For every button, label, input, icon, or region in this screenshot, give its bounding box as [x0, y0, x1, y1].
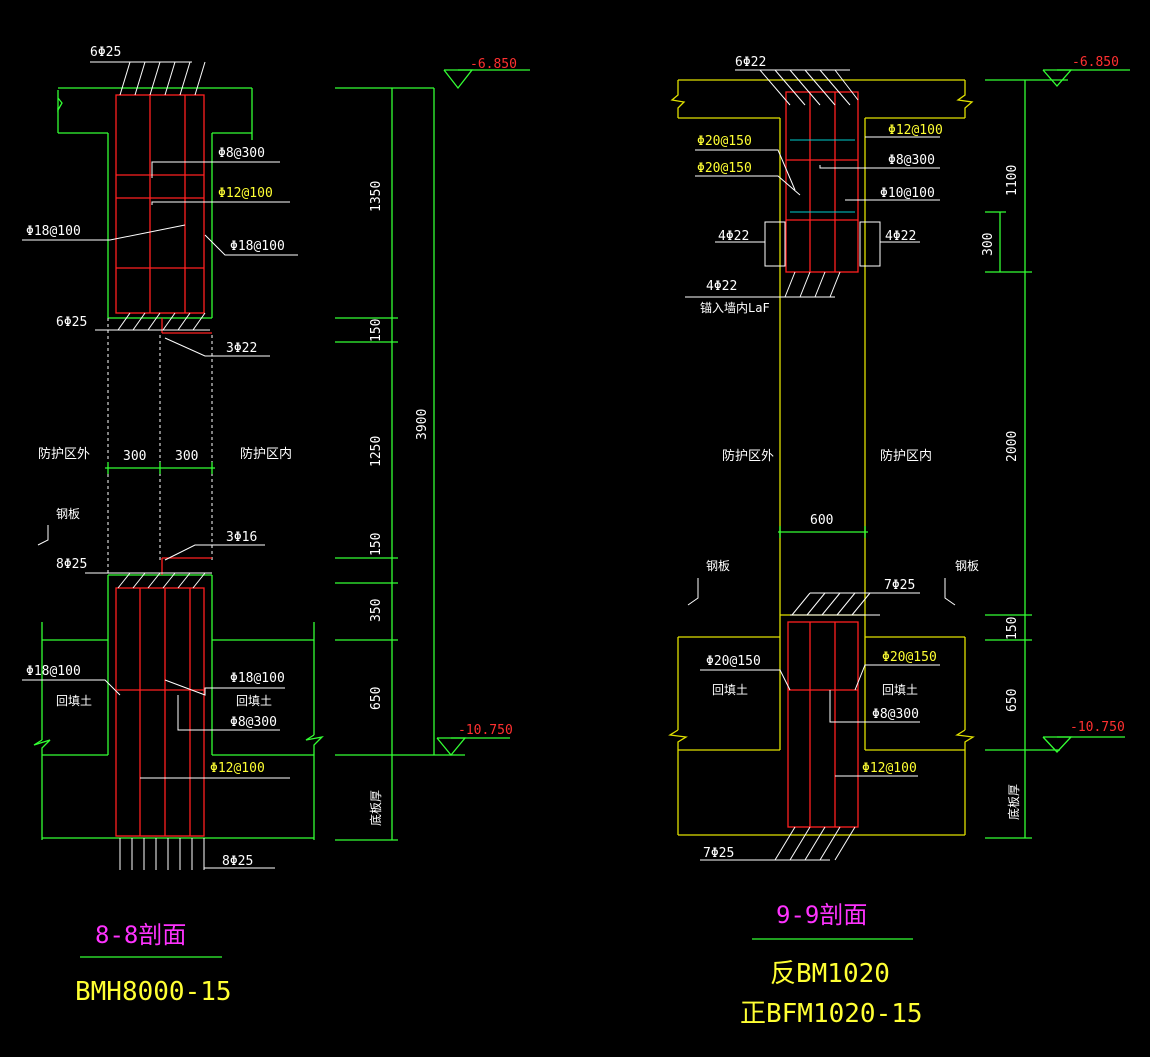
right-dim-150: 150	[1005, 617, 1020, 640]
left-top-bar-hatch	[85, 61, 212, 589]
left-dim-1350: 1350	[369, 181, 384, 212]
left-outside-label: 防护区外	[38, 446, 90, 462]
left-3-top-bars: 3Φ22	[226, 341, 257, 356]
left-dim-chain	[335, 87, 465, 841]
right-dim-650: 650	[1005, 689, 1020, 712]
right-inside-label: 防护区内	[880, 448, 932, 464]
right-top-hatch	[685, 69, 859, 298]
left-opening	[107, 318, 213, 575]
left-width-dim	[105, 462, 215, 474]
left-elevation-marks	[436, 69, 530, 757]
left-vert-right-top: Φ18@100	[230, 239, 285, 254]
left-top-slab	[57, 87, 253, 140]
left-stirrup-bottom: Φ8@300	[230, 715, 277, 730]
right-right-1: Φ12@100	[888, 123, 943, 138]
left-vert-right-bottom: Φ18@100	[230, 671, 285, 686]
right-right-2: Φ8@300	[888, 153, 935, 168]
right-section-subtitle-2: 正BFM1020-15	[740, 999, 923, 1029]
right-leaders	[687, 136, 956, 777]
right-lintel-left: 4Φ22	[718, 229, 749, 244]
right-anchor-bars: 4Φ22	[706, 279, 737, 294]
right-width-dim-label: 600	[810, 513, 833, 528]
right-upper-rebar	[764, 91, 881, 273]
left-dim-350: 350	[369, 599, 384, 622]
right-width-dim	[778, 526, 868, 538]
right-anchor-note: 锚入墙内LaF	[700, 300, 770, 315]
left-upper-rebar	[115, 94, 212, 334]
right-sill-hatch	[700, 592, 920, 861]
right-steel-plate-left: 钢板	[706, 559, 730, 573]
right-lower-stirrup: Φ8@300	[872, 707, 919, 722]
right-elevation-marks	[1042, 69, 1130, 753]
left-section-title: 8-8剖面	[95, 921, 186, 949]
left-vert-left-top: Φ18@100	[26, 224, 81, 239]
right-left-1: Φ20@150	[697, 134, 752, 149]
left-3-bottom-bars: 3Φ16	[226, 530, 257, 545]
left-steel-plate: 钢板	[56, 507, 80, 521]
left-ground	[33, 622, 324, 840]
right-lintel-right: 4Φ22	[885, 229, 916, 244]
right-lower-beam	[668, 614, 975, 836]
section-9-9	[668, 69, 1130, 861]
section-8-8	[22, 61, 530, 870]
right-steel-plate-right: 钢板	[955, 559, 979, 573]
right-lower-left: Φ20@150	[706, 654, 761, 669]
left-vert-left-bottom: Φ18@100	[26, 664, 81, 679]
left-width-dim-1: 300	[123, 449, 146, 464]
right-dim-1100: 1100	[1005, 165, 1020, 196]
left-bottom-bars	[119, 838, 275, 870]
left-mid-bottom-bars: 8Φ25	[56, 557, 87, 572]
left-upper-beam	[107, 133, 213, 319]
right-elev-bottom: -10.750	[1070, 720, 1125, 735]
left-width-dim-2: 300	[175, 449, 198, 464]
right-lower-horiz: Φ12@100	[862, 761, 917, 776]
left-floor-label: 底板厚	[368, 790, 383, 826]
right-backfill-left: 回填土	[712, 683, 748, 697]
right-sill-bars: 7Φ25	[884, 578, 915, 593]
right-right-3: Φ10@100	[880, 186, 935, 201]
left-inside-label: 防护区内	[240, 446, 292, 462]
left-elev-top: -6.850	[470, 57, 517, 72]
left-dim-150b: 150	[369, 533, 384, 556]
left-backfill-left: 回填土	[56, 694, 92, 708]
right-left-2: Φ20@150	[697, 161, 752, 176]
left-bottom-bars-label: 8Φ25	[222, 854, 253, 869]
right-bottom-bars: 7Φ25	[703, 846, 734, 861]
left-mid-top-bars: 6Φ25	[56, 315, 87, 330]
left-backfill-right: 回填土	[236, 694, 272, 708]
left-top-bars-label: 6Φ25	[90, 45, 121, 60]
right-section-title: 9-9剖面	[776, 901, 867, 929]
left-elev-bottom: -10.750	[458, 723, 513, 738]
left-horiz-top: Φ12@100	[218, 186, 273, 201]
right-dim-2000: 2000	[1005, 431, 1020, 462]
left-dim-150a: 150	[369, 319, 384, 342]
left-leaders	[22, 161, 298, 779]
right-top-bars-label: 6Φ22	[735, 55, 766, 70]
left-section-subtitle: BMH8000-15	[75, 977, 232, 1007]
left-lower-beam	[107, 557, 213, 837]
right-outside-label: 防护区外	[722, 448, 774, 464]
right-dim-300: 300	[981, 233, 996, 256]
left-horiz-bottom: Φ12@100	[210, 761, 265, 776]
left-dim-650: 650	[369, 687, 384, 710]
right-dim-chain	[985, 79, 1068, 839]
left-dim-total: 3900	[415, 409, 430, 440]
right-backfill-right: 回填土	[882, 683, 918, 697]
right-floor-label: 底板厚	[1006, 784, 1021, 820]
left-stirrup-top: Φ8@300	[218, 146, 265, 161]
left-dim-1250: 1250	[369, 436, 384, 467]
right-elev-top: -6.850	[1072, 55, 1119, 70]
right-section-subtitle-1: 反BM1020	[770, 959, 890, 989]
right-lower-right: Φ20@150	[882, 650, 937, 665]
